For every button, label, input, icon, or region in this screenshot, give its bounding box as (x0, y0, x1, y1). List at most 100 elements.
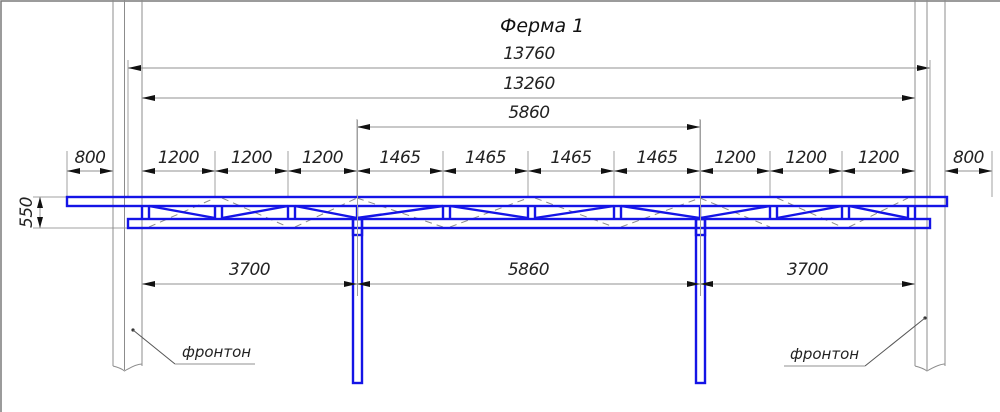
fronton-label: фронтон (790, 345, 859, 363)
segment-dimension: 800 (66, 148, 114, 197)
truss-diagonal (534, 204, 615, 220)
hidden-brace (848, 197, 909, 228)
arrow-icon (528, 168, 541, 174)
bottom-dimension: 3700 (700, 260, 915, 287)
dimension-label: 1200 (714, 148, 755, 168)
dimension-label: 13260 (503, 74, 555, 94)
truss-diagonal (294, 204, 358, 220)
segment-dimension: 1200 (287, 148, 358, 197)
truss-diagonal (848, 204, 909, 220)
bottom-dimension: 5860 (357, 260, 700, 287)
segment-dimension: 800 (944, 148, 993, 197)
dimension-label: 13760 (503, 44, 555, 64)
arrow-icon (128, 65, 141, 71)
arrow-icon (842, 168, 855, 174)
arrow-icon (142, 168, 155, 174)
drawing-title: Ферма 1 (500, 15, 584, 37)
dimension-label: 1465 (550, 148, 591, 168)
arrow-icon (37, 217, 43, 228)
segment-dimension: 1200 (141, 148, 216, 197)
arrow-icon (142, 281, 155, 287)
arrow-icon (601, 168, 614, 174)
arrow-icon (700, 168, 713, 174)
segment-dimension: 1200 (214, 148, 289, 197)
segment-dimensions: 800 1200 1200 1200 1465 1465 1465 1465 1200 1200 1… (66, 148, 993, 197)
arrow-icon (902, 95, 915, 101)
truss (65, 195, 949, 230)
bottom-chord (126, 217, 932, 230)
leader-line (132, 329, 176, 365)
arrow-icon (344, 168, 357, 174)
dimension-label: 5860 (508, 260, 549, 280)
truss-diagonal (776, 204, 843, 220)
dimension-label: 550 (17, 197, 37, 228)
overall-dimensions: 13760 13260 5860 (127, 44, 931, 197)
segment-dimension: 1465 (613, 148, 701, 197)
bottom-dimension: 3700 (142, 260, 357, 287)
dimension-label: 1465 (636, 148, 677, 168)
support-posts (351, 120, 707, 385)
arrow-icon (687, 168, 700, 174)
fronton-column: фронтон (784, 0, 946, 372)
segment-dimension: 1465 (356, 148, 444, 197)
arrow-icon (288, 168, 301, 174)
hidden-brace (356, 197, 444, 228)
arrow-icon (687, 281, 700, 287)
dimension-label: 800 (953, 148, 984, 168)
truss-diagonal (221, 204, 289, 220)
truss-diagonal (449, 204, 529, 220)
dimension-label: 1465 (465, 148, 506, 168)
fronton-columns: фронтон фронтон (112, 0, 946, 372)
bottom-dimensions: 3700 5860 3700 (142, 260, 915, 287)
arrow-icon (700, 281, 713, 287)
fronton-column: фронтон (112, 0, 255, 372)
dimension: 13760 (127, 44, 931, 197)
segment-dimension: 1200 (769, 148, 843, 197)
dimension-label: 1200 (158, 148, 199, 168)
arrow-icon (37, 197, 43, 208)
support-post (694, 120, 707, 385)
arrow-icon (344, 281, 357, 287)
segment-dimension: 1200 (699, 148, 771, 197)
truss-diagonal (699, 204, 771, 220)
arrow-icon (142, 95, 155, 101)
dimension-label: 5860 (508, 103, 549, 123)
arrow-icon (614, 168, 627, 174)
truss-diagonal (356, 204, 444, 220)
arrow-icon (979, 168, 992, 174)
fronton-label: фронтон (182, 343, 251, 361)
arrow-icon (430, 168, 443, 174)
arrow-icon (202, 168, 215, 174)
dimension-label: 3700 (787, 260, 828, 280)
arrow-icon (357, 124, 370, 130)
segment-dimension: 1200 (841, 148, 916, 197)
dimension-label: 1465 (379, 148, 420, 168)
arrow-icon (945, 168, 958, 174)
arrow-icon (357, 168, 370, 174)
truss-diagonal (620, 204, 701, 220)
arrow-icon (687, 124, 700, 130)
segment-dimension: 1465 (527, 148, 615, 197)
arrow-icon (770, 168, 783, 174)
truss-diagonal (148, 204, 216, 220)
arrow-icon (902, 281, 915, 287)
dimension-label: 1200 (858, 148, 899, 168)
arrow-icon (757, 168, 770, 174)
arrow-icon (829, 168, 842, 174)
segment-dimension: 1465 (442, 148, 529, 197)
leader-line (864, 317, 926, 367)
arrow-icon (917, 65, 930, 71)
support-post (351, 120, 364, 385)
arrow-icon (275, 168, 288, 174)
arrow-icon (902, 168, 915, 174)
dimension-label: 1200 (302, 148, 343, 168)
arrow-icon (100, 168, 113, 174)
arrow-icon (515, 168, 528, 174)
arrow-icon (67, 168, 80, 174)
arrow-icon (357, 281, 370, 287)
dimension-label: 1200 (785, 148, 826, 168)
top-chord (65, 195, 949, 208)
dimension-label: 1200 (231, 148, 272, 168)
